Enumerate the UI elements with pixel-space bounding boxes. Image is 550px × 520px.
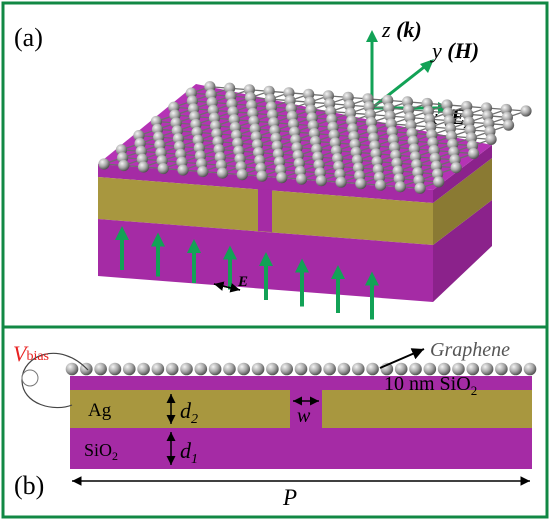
incident-arrows — [115, 226, 379, 320]
incident-wave-arrow — [115, 226, 129, 270]
panel-b-label: (b) — [14, 471, 44, 500]
graphene-atom — [122, 362, 136, 376]
graphene-atom — [375, 179, 387, 191]
cross-section-top-sio2 — [70, 376, 532, 390]
graphene-atom — [137, 362, 150, 376]
graphene-atom — [409, 362, 422, 376]
graphene-atom — [280, 362, 293, 376]
graphene-atom — [394, 362, 408, 376]
graphene-atom — [337, 362, 351, 376]
d1-label: d1 — [180, 438, 198, 467]
graphene-atom — [335, 176, 347, 188]
graphene-atom — [520, 105, 532, 117]
graphene-label: Graphene — [430, 339, 510, 361]
graphene-atom — [223, 362, 236, 376]
slab-side-top-sio2 — [433, 145, 492, 203]
incident-wave-arrow — [365, 271, 379, 320]
graphene-sheet-3d — [98, 81, 532, 194]
y-axis-label: y (H) — [430, 38, 479, 63]
incident-wave-arrow — [259, 252, 273, 300]
graphene-pointer-arrow — [379, 348, 425, 369]
graphene-atom — [523, 362, 537, 376]
graphene-atom — [165, 362, 179, 376]
bias-source-icon — [21, 369, 39, 387]
cross-section-slot — [290, 390, 322, 428]
e-polarization-indicator — [213, 281, 241, 293]
panel-a-label: (a) — [14, 23, 43, 52]
incident-wave-arrow — [187, 239, 201, 283]
graphene-atom — [295, 173, 308, 185]
graphene-atom — [118, 159, 130, 172]
graphene-atom — [315, 175, 327, 187]
graphene-atom — [452, 362, 465, 376]
graphene-atom — [433, 176, 445, 188]
graphene-atom — [309, 362, 322, 376]
graphene-atom — [237, 362, 251, 376]
graphene-atom — [197, 165, 209, 178]
sio2-label: SiO2 — [84, 440, 118, 463]
incident-wave-arrow — [295, 258, 309, 307]
graphene-atom — [351, 362, 365, 376]
w-label: w — [297, 405, 311, 427]
e-field-label: E — [237, 274, 248, 290]
graphene-atom — [485, 133, 497, 145]
graphene-atom — [208, 362, 222, 376]
graphene-atom — [502, 119, 515, 131]
graphene-atom — [294, 362, 308, 376]
graphene-atom — [468, 147, 480, 160]
slab-slot — [258, 189, 272, 232]
graphene-atom — [466, 362, 480, 376]
graphene-atom — [323, 362, 336, 376]
graphene-atom — [137, 161, 150, 173]
graphene-atom — [437, 362, 451, 376]
graphene-atom — [151, 362, 165, 376]
graphene-atom — [180, 362, 193, 376]
graphene-atom — [509, 362, 522, 376]
graphene-atom — [355, 178, 367, 190]
graphene-atom — [65, 362, 79, 376]
graphene-atom — [98, 158, 110, 170]
incident-wave-arrow — [331, 265, 345, 313]
graphene-atom — [94, 362, 107, 376]
graphene-atom — [256, 170, 268, 182]
spacer-label: 10 nm SiO2 — [384, 373, 477, 398]
graphene-atom — [216, 167, 229, 179]
graphene-atom — [266, 362, 279, 376]
slab-3d — [98, 81, 532, 302]
ag-label: Ag — [88, 400, 112, 421]
z-axis-label: z (k) — [381, 17, 422, 42]
slab-side-silver — [433, 158, 492, 245]
slab-side-bottom-sio2 — [433, 200, 492, 302]
graphene-atom — [177, 164, 189, 176]
cross-section-bottom-sio2 — [70, 428, 532, 469]
graphene-atom — [414, 182, 426, 194]
graphene-row — [65, 362, 537, 376]
vbias-label: Vbias — [13, 341, 49, 366]
graphene-atom — [394, 181, 406, 193]
graphene-atom — [236, 169, 248, 181]
graphene-atom — [157, 162, 169, 175]
graphene-atom — [251, 362, 265, 376]
graphene-atom — [480, 362, 494, 376]
graphene-atom — [108, 362, 122, 376]
d2-label: d2 — [180, 398, 198, 427]
graphene-atom — [450, 162, 462, 174]
graphene-atom — [194, 362, 208, 376]
graphene-atom — [423, 362, 437, 376]
graphene-atom — [276, 172, 288, 184]
cross-section-silver-right — [322, 390, 532, 428]
graphene-atom — [495, 362, 508, 376]
period-label: P — [282, 485, 297, 510]
cross-section-silver-left — [70, 390, 290, 428]
incident-wave-arrow — [151, 232, 165, 277]
graphene-atom — [366, 362, 379, 376]
